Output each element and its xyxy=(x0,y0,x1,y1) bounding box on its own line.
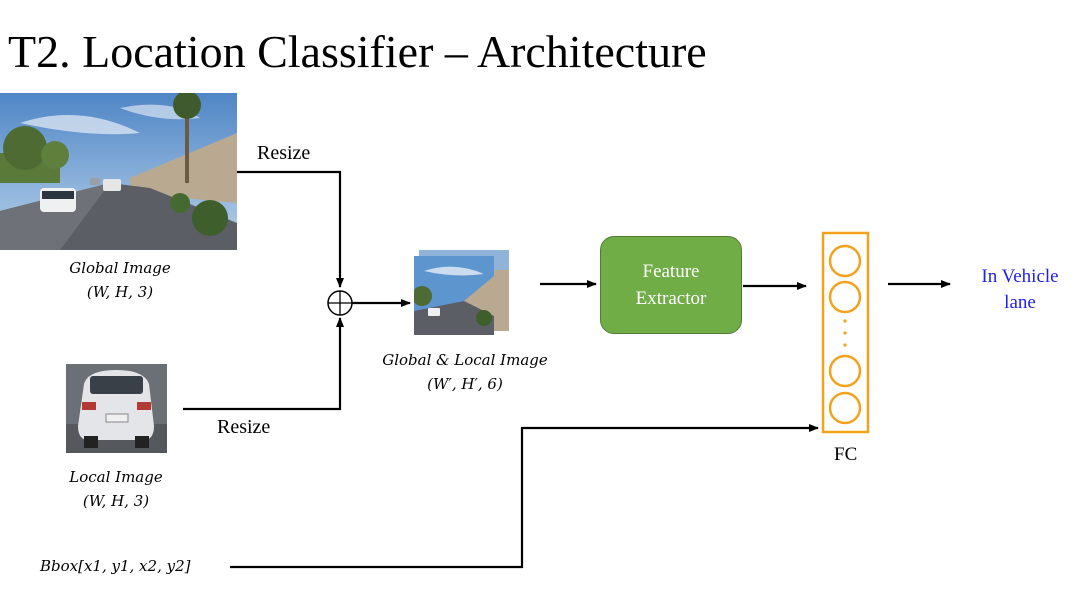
local-image-caption-name: Local Image xyxy=(69,468,163,486)
resize-label-bottom: Resize xyxy=(217,416,271,438)
concat-symbol xyxy=(327,290,353,316)
fc-ellipsis-dot xyxy=(843,319,847,323)
output-line2: lane xyxy=(1004,292,1036,313)
arrow-global-to-concat xyxy=(237,170,344,288)
feature-extractor-line2: Extractor xyxy=(635,288,707,309)
combined-image-front xyxy=(414,256,494,335)
slide-title: T2. Location Classifier – Architecture xyxy=(8,26,707,77)
global-image-caption-name: Global Image xyxy=(69,259,171,277)
global-image-caption-dims: (W, H, 3) xyxy=(86,283,154,301)
arrow-bbox-to-fc xyxy=(230,424,819,569)
bbox-label: Bbox[x1, y1, x2, y2] xyxy=(40,557,191,575)
local-image-caption-dims: (W, H, 3) xyxy=(82,492,150,510)
output-label: In Vehicle lane xyxy=(960,264,1080,316)
fc-label: FC xyxy=(834,444,858,465)
fc-ellipsis-dot xyxy=(843,331,847,335)
fc-neuron xyxy=(828,280,862,314)
arrow-local-to-concat xyxy=(183,317,344,411)
fc-layer xyxy=(821,231,870,434)
local-image xyxy=(66,364,167,453)
fc-ellipsis-dot xyxy=(843,343,847,347)
combined-image-caption-name: Global & Local Image xyxy=(382,351,548,369)
fc-neuron xyxy=(828,391,862,425)
fc-neuron xyxy=(828,354,862,388)
feature-extractor-line1: Feature xyxy=(642,261,700,282)
combined-image-caption-dims: (W′, H′, 6) xyxy=(427,375,503,393)
global-image xyxy=(0,93,237,250)
feature-extractor-box: Feature Extractor xyxy=(600,236,742,334)
fc-neuron xyxy=(828,244,862,278)
output-line1: In Vehicle xyxy=(981,266,1059,287)
resize-label-top: Resize xyxy=(257,142,311,164)
